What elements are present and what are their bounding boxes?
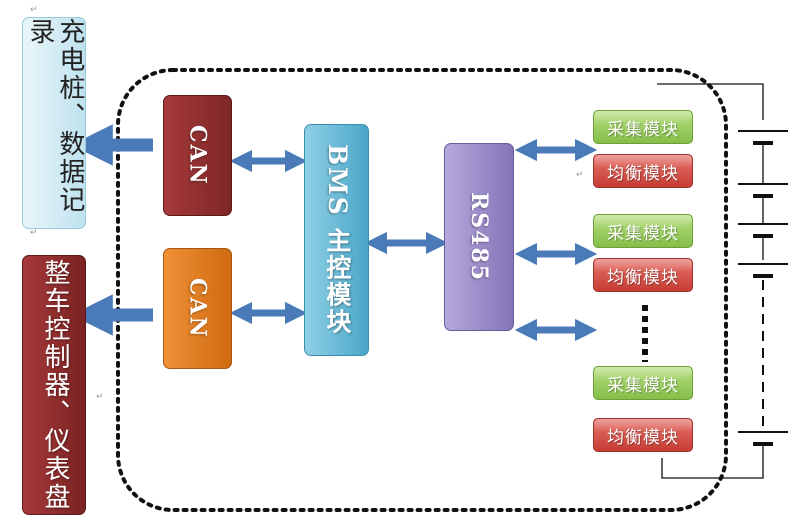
vehicle-controller-label: 整车控制器、仪表盘 bbox=[39, 259, 70, 511]
balance-module-2-label: 均衡模块 bbox=[607, 267, 679, 288]
can-box-top: CAN bbox=[163, 95, 232, 216]
can-label-top: CAN bbox=[184, 125, 211, 186]
charging-station-box: 充电桩、数据记录 bbox=[22, 17, 86, 229]
collect-module-3-label: 采集模块 bbox=[607, 375, 679, 396]
balance-module-1-label: 均衡模块 bbox=[607, 163, 679, 184]
battery-pack bbox=[657, 83, 788, 479]
collect-module-2: 采集模块 bbox=[593, 214, 693, 248]
collect-module-3: 采集模块 bbox=[593, 366, 693, 400]
paragraph-mark: ↵ bbox=[96, 392, 104, 402]
balance-module-2: 均衡模块 bbox=[593, 258, 693, 292]
balance-module-1: 均衡模块 bbox=[593, 154, 693, 188]
balance-module-3: 均衡模块 bbox=[593, 418, 693, 452]
paragraph-mark: ↵ bbox=[576, 170, 584, 180]
vehicle-controller-box: 整车控制器、仪表盘 bbox=[22, 255, 86, 515]
collect-module-1: 采集模块 bbox=[593, 110, 693, 144]
balance-module-3-label: 均衡模块 bbox=[607, 427, 679, 448]
rs485-box: RS485 bbox=[444, 143, 514, 331]
paragraph-mark: ↵ bbox=[30, 5, 38, 15]
collect-module-2-label: 采集模块 bbox=[607, 223, 679, 244]
bms-master-label: BMS 主控模块 bbox=[322, 144, 352, 336]
charging-station-label: 充电桩、数据记录 bbox=[25, 18, 85, 214]
system-boundary bbox=[116, 68, 728, 512]
bms-master-box: BMS 主控模块 bbox=[304, 124, 369, 356]
paragraph-mark: ↵ bbox=[30, 228, 38, 238]
collect-module-1-label: 采集模块 bbox=[607, 119, 679, 140]
rs485-label: RS485 bbox=[466, 191, 492, 283]
can-label-bottom: CAN bbox=[184, 278, 211, 339]
can-box-bottom: CAN bbox=[163, 248, 232, 369]
